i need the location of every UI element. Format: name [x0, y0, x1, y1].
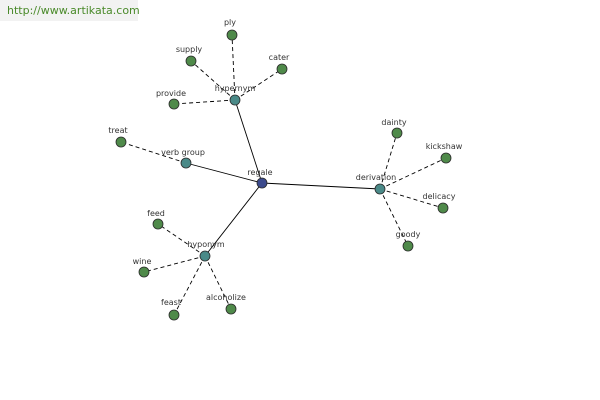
leaf-node-cater[interactable]: [276, 63, 288, 75]
relation-label-derivation: derivation: [356, 173, 396, 182]
leaf-label-delicacy: delicacy: [423, 192, 456, 201]
edge-hyponym-alcoholize: [204, 255, 232, 310]
leaf-label-dainty: dainty: [381, 118, 406, 127]
graph-labels: hypernym ply supply cater provide verb group t…: [108, 18, 462, 307]
leaf-node-ply[interactable]: [226, 29, 238, 41]
leaf-node-provide[interactable]: [168, 98, 180, 110]
edge-derivation-delicacy: [379, 188, 444, 209]
edge-hyponym-wine: [143, 255, 206, 273]
leaf-label-goody: goody: [396, 230, 421, 239]
root-node[interactable]: [256, 177, 268, 189]
relation-label-hypernym: hypernym: [215, 84, 256, 93]
edge-derivation-dainty: [379, 132, 398, 190]
edge-derivation-kickshaw: [379, 157, 447, 190]
leaf-node-treat[interactable]: [115, 136, 127, 148]
graph-nodes: [115, 29, 452, 321]
leaf-label-supply: supply: [176, 45, 203, 54]
edge-root-verb-group: [185, 162, 263, 184]
relation-node-hypernym[interactable]: [229, 94, 241, 106]
leaf-node-wine[interactable]: [138, 266, 150, 278]
relation-node-verb-group[interactable]: [180, 157, 192, 169]
edge-root-derivation: [261, 182, 381, 190]
url-link[interactable]: http://www.artikata.com: [7, 4, 140, 17]
relation-node-hyponym[interactable]: [199, 250, 211, 262]
leaf-label-feast: feast: [161, 298, 181, 307]
edge-derivation-goody: [379, 188, 409, 247]
leaf-label-alcoholize: alcoholize: [206, 293, 246, 302]
leaf-node-dainty[interactable]: [391, 127, 403, 139]
leaf-node-delicacy[interactable]: [437, 202, 449, 214]
url-bar: http://www.artikata.com: [0, 0, 140, 21]
edge-hyponym-feed: [157, 223, 206, 257]
leaf-node-goody[interactable]: [402, 240, 414, 252]
leaf-label-cater: cater: [269, 53, 290, 62]
root-label: regale: [247, 168, 272, 177]
edge-hypernym-provide: [173, 99, 236, 105]
leaf-node-feast[interactable]: [168, 309, 180, 321]
edge-root-hyponym: [204, 182, 263, 257]
edge-hypernym-cater: [234, 68, 283, 101]
leaf-label-feed: feed: [147, 209, 165, 218]
leaf-node-alcoholize[interactable]: [225, 303, 237, 315]
edge-hypernym-ply: [231, 34, 236, 101]
leaf-node-supply[interactable]: [185, 55, 197, 67]
edge-root-hypernym: [234, 99, 263, 184]
leaf-node-kickshaw[interactable]: [440, 152, 452, 164]
relation-label-hyponym: hyponym: [187, 240, 225, 249]
leaf-label-wine: wine: [133, 257, 152, 266]
graph-edges: [120, 34, 447, 316]
relation-node-derivation[interactable]: [374, 183, 386, 195]
edge-hypernym-supply: [190, 60, 236, 101]
edge-verb-group-treat: [120, 141, 187, 164]
leaf-label-treat: treat: [108, 126, 127, 135]
leaf-label-provide: provide: [156, 89, 186, 98]
leaf-label-kickshaw: kickshaw: [426, 142, 463, 151]
leaf-node-feed[interactable]: [152, 218, 164, 230]
relation-label-verb-group: verb group: [161, 148, 205, 157]
leaf-label-ply: ply: [224, 18, 236, 27]
